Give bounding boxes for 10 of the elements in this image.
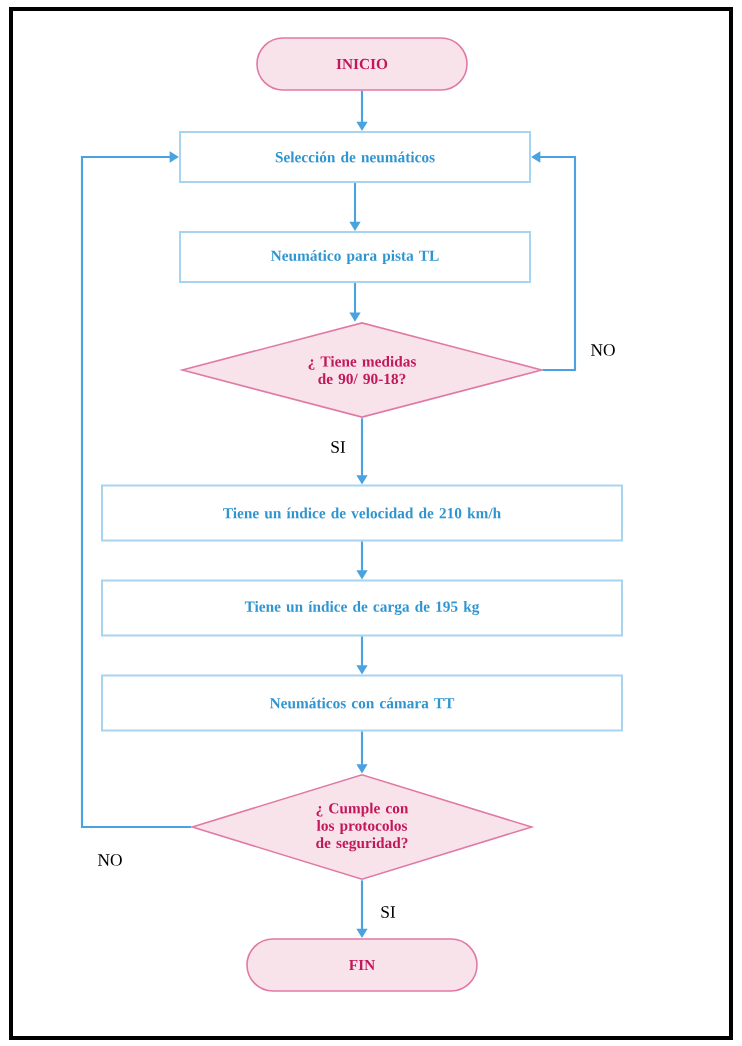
- process-box: Selección de neumáticos: [179, 131, 531, 183]
- edge-label: SI: [331, 441, 346, 453]
- process-box: Neumático para pista TL: [179, 231, 531, 283]
- arrow: [80, 151, 192, 829]
- edge-label: NO: [98, 854, 122, 866]
- edge-label: SI: [381, 906, 396, 918]
- process-box: Tiene un índice de carga de 195 kg: [101, 579, 623, 637]
- edge-label: NO: [591, 344, 615, 356]
- process-box: Tiene un índice de velocidad de 210 km/h: [101, 484, 623, 542]
- process-box: Neumáticos con cámara TT: [101, 674, 623, 732]
